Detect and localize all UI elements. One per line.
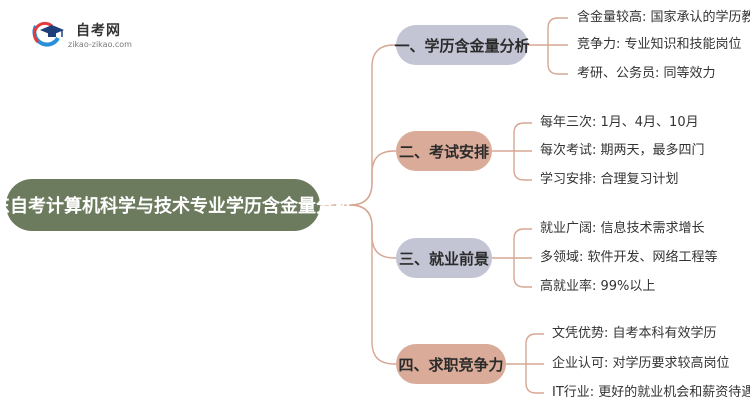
leaf-4-3: IT行业: 更好的就业机会和薪资待遇: [552, 385, 750, 400]
branch-node-4: 四、求职竞争力: [396, 344, 506, 384]
leaf-2-3: 学习安排: 合理复习计划: [540, 172, 679, 187]
connector-branch-1-leaf-3: [547, 45, 568, 75]
leaf-4-1: 文凭优势: 自考本科有效学历: [552, 326, 717, 341]
connector-branch-4-leaf-3: [525, 364, 544, 394]
leaf-4-2: 企业认可: 对学历要求较高岗位: [552, 356, 730, 371]
leaf-1-1: 含金量较高: 国家承认的学历教育: [577, 10, 750, 25]
graduation-cap-icon: [32, 21, 64, 47]
connector-branch-2-leaf-3: [513, 151, 532, 181]
branch-node-2: 二、考试安排: [396, 131, 492, 171]
leaf-3-2: 多领域: 软件开发、网络工程等: [540, 250, 718, 265]
branch-node-1: 一、学历含金量分析: [395, 25, 530, 65]
leaf-3-1: 就业广阔: 信息技术需求增长: [540, 221, 705, 236]
leaf-1-2: 竞争力: 专业知识和技能岗位: [577, 37, 742, 52]
connector-branch-3-leaf-3: [513, 258, 532, 288]
connector-root-branch-1: [320, 44, 396, 206]
connector-root-branch-2: [349, 150, 396, 206]
connector-root-branch-3: [349, 204, 396, 259]
connector-root-branch-4: [349, 204, 396, 365]
logo-title: 自考网: [76, 23, 121, 39]
leaf-3-3: 高就业率: 99%以上: [540, 279, 656, 294]
logo-url: zikao-zikao.com: [68, 40, 132, 49]
connector-branch-2-leaf-1: [513, 122, 532, 151]
connector-branch-1-leaf-1: [547, 17, 568, 45]
leaf-1-3: 考研、公务员: 同等效力: [577, 66, 716, 81]
branch-node-3: 三、就业前景: [396, 238, 492, 278]
leaf-2-2: 每次考试: 期两天，最多四门: [540, 143, 705, 158]
leaf-2-1: 每年三次: 1月、4月、10月: [540, 115, 699, 130]
connector-branch-3-leaf-1: [513, 228, 532, 258]
root-node: 广东自考计算机科学与技术专业学历含金量分析: [0, 179, 352, 231]
connector-branch-4-leaf-1: [525, 333, 544, 364]
site-logo: 自考网 zikao-zikao.com: [30, 18, 140, 54]
